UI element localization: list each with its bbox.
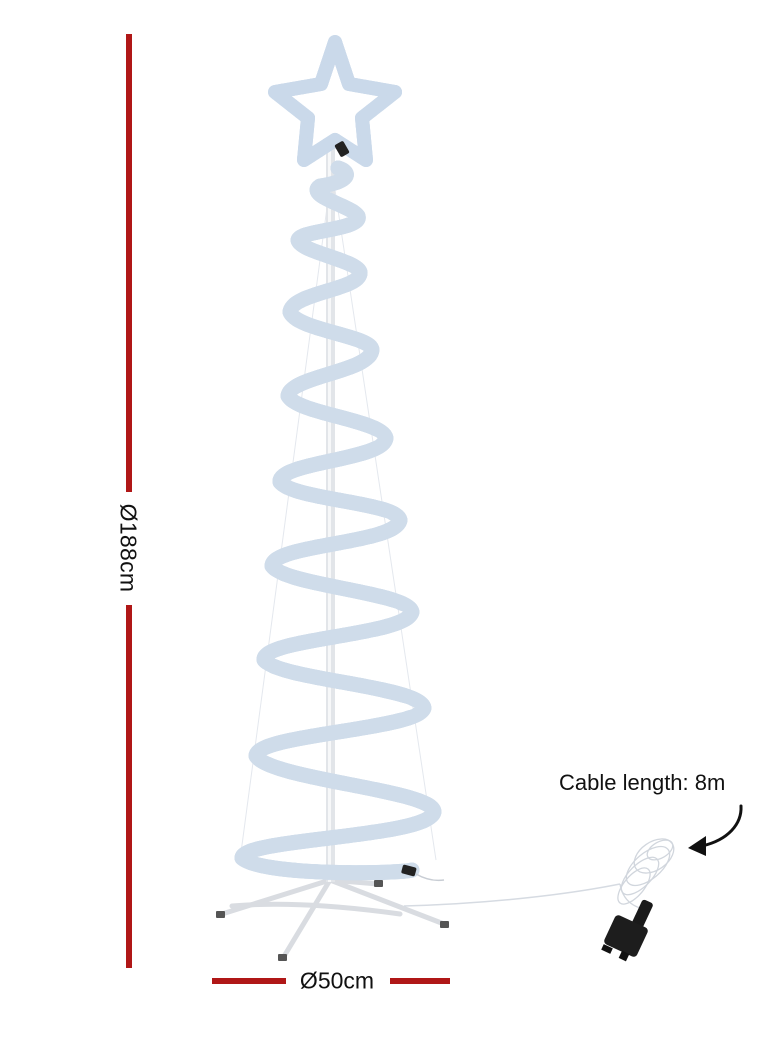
height-bar-top <box>126 34 132 492</box>
coiled-cable <box>617 838 675 909</box>
height-bar-bottom <box>126 605 132 968</box>
width-bar-left <box>212 978 286 984</box>
height-dimension-label: Ø188cm <box>115 503 142 593</box>
stand-feet <box>216 880 449 961</box>
width-bar-right <box>390 978 450 984</box>
curved-arrow-icon <box>688 804 743 856</box>
star-topper <box>268 35 402 167</box>
power-cable <box>403 873 621 907</box>
width-dimension-bar <box>212 978 450 984</box>
base-stand <box>219 877 447 961</box>
star-connector <box>334 141 350 157</box>
tube-end-cap <box>401 864 417 877</box>
cable-length-label: Cable length: 8m <box>559 770 726 795</box>
power-adapter-icon <box>601 899 653 962</box>
guide-wires <box>239 169 437 861</box>
center-pole <box>326 140 335 882</box>
spiral-led-tube <box>234 160 442 873</box>
height-dimension-bar <box>126 34 132 968</box>
width-dimension-label: Ø50cm <box>299 967 375 994</box>
